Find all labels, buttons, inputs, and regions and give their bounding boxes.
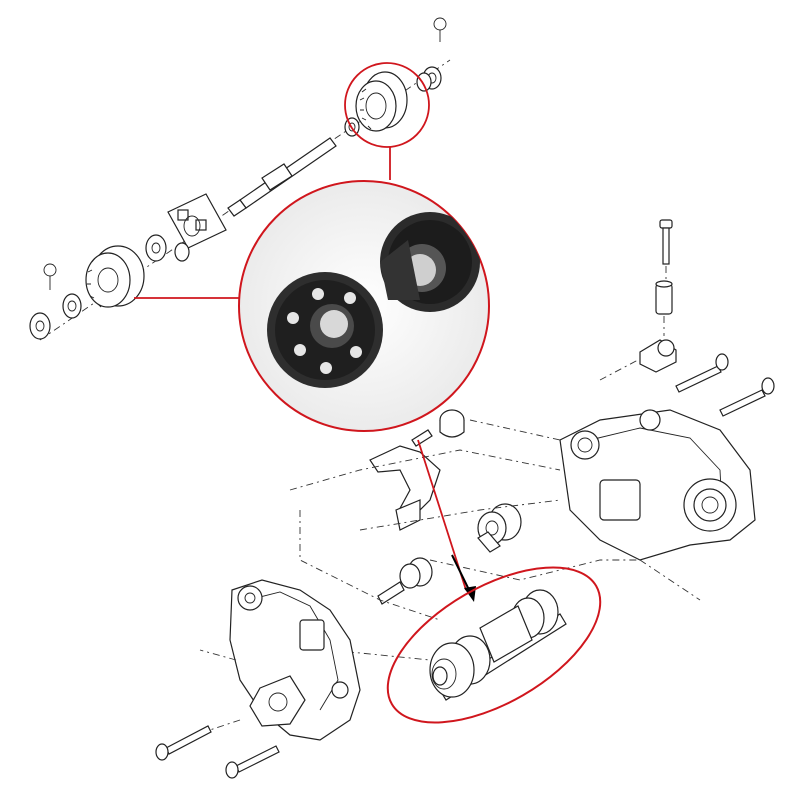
screw-bottom-lower	[225, 745, 280, 779]
middle-parts	[289, 409, 640, 661]
gearbox-case-left	[199, 579, 361, 741]
guide-line-5	[469, 419, 561, 441]
photo-inset	[238, 180, 490, 432]
guide-line-1	[289, 449, 561, 491]
bearing-left-outer	[29, 293, 82, 340]
photo-gear-back	[380, 212, 480, 312]
bushing-middle	[439, 409, 465, 438]
guide-line-2	[299, 510, 441, 621]
gear-middle-left	[377, 557, 433, 605]
screw-vertical	[659, 219, 673, 282]
left-spur-gear	[85, 245, 145, 308]
main-shaft	[227, 137, 337, 217]
gear-assembly	[429, 589, 567, 701]
photo-gear-front	[267, 272, 383, 388]
gear-middle-right	[477, 503, 522, 553]
screw-long-upper	[675, 353, 729, 393]
top-shaft-assembly	[29, 17, 451, 341]
shift-fork	[369, 445, 441, 531]
guide-line-4	[429, 559, 640, 581]
clip-ring-top	[433, 17, 447, 42]
dog-clutch-top	[167, 193, 227, 249]
guide-line-3	[359, 499, 561, 531]
callout-top-gear	[344, 62, 430, 180]
screw-fork	[411, 429, 433, 447]
ball-link	[599, 339, 677, 381]
screw-bottom-upper	[155, 725, 212, 761]
bushing-vertical	[655, 280, 673, 336]
bearing-top-right	[416, 66, 442, 92]
assembly-highlight	[386, 566, 602, 724]
screw-long-lower	[719, 377, 775, 417]
right-small-parts	[599, 219, 775, 417]
gearbox-case-right	[559, 409, 756, 601]
clip-ring-left	[43, 263, 57, 290]
top-spur-gear	[355, 71, 408, 132]
bearing-pair-left	[145, 234, 190, 262]
